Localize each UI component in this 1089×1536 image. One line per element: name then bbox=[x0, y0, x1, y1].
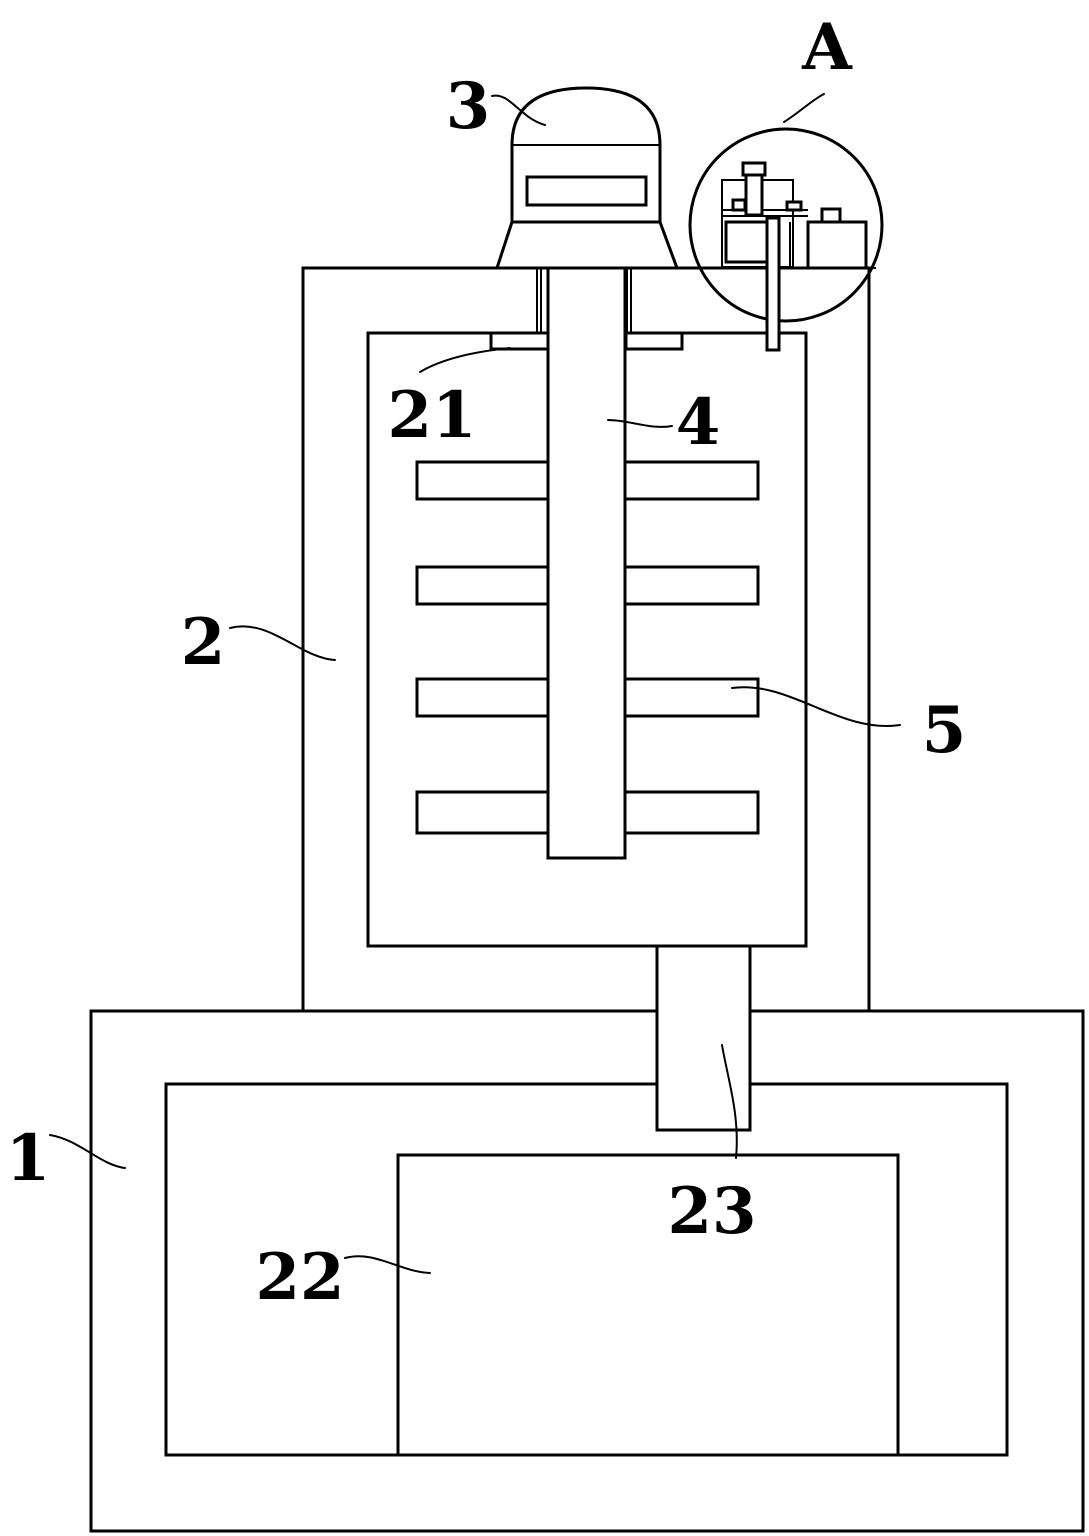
label-part-5: 5 bbox=[922, 693, 967, 768]
motor bbox=[494, 86, 680, 270]
stirring-blades bbox=[415, 460, 760, 835]
label-part-3: 3 bbox=[446, 69, 491, 144]
support-rods bbox=[536, 268, 632, 333]
label-part-1: 1 bbox=[6, 1121, 51, 1196]
label-detail-a: A bbox=[801, 10, 853, 85]
label-part-4: 4 bbox=[676, 385, 721, 460]
label-part-23: 23 bbox=[667, 1174, 756, 1249]
stirring-shaft bbox=[546, 266, 627, 860]
bearing-plates bbox=[489, 331, 684, 351]
label-part-21: 21 bbox=[387, 378, 476, 453]
leader-lines bbox=[49, 93, 901, 1274]
discharge-pipe bbox=[655, 944, 752, 1132]
label-part-2: 2 bbox=[181, 605, 226, 680]
collection-box bbox=[396, 1153, 900, 1457]
detail-a-circle bbox=[688, 127, 884, 352]
label-part-22: 22 bbox=[255, 1240, 344, 1315]
reference-numerals: 3 A 21 4 2 5 1 23 22 bbox=[6, 10, 967, 1315]
